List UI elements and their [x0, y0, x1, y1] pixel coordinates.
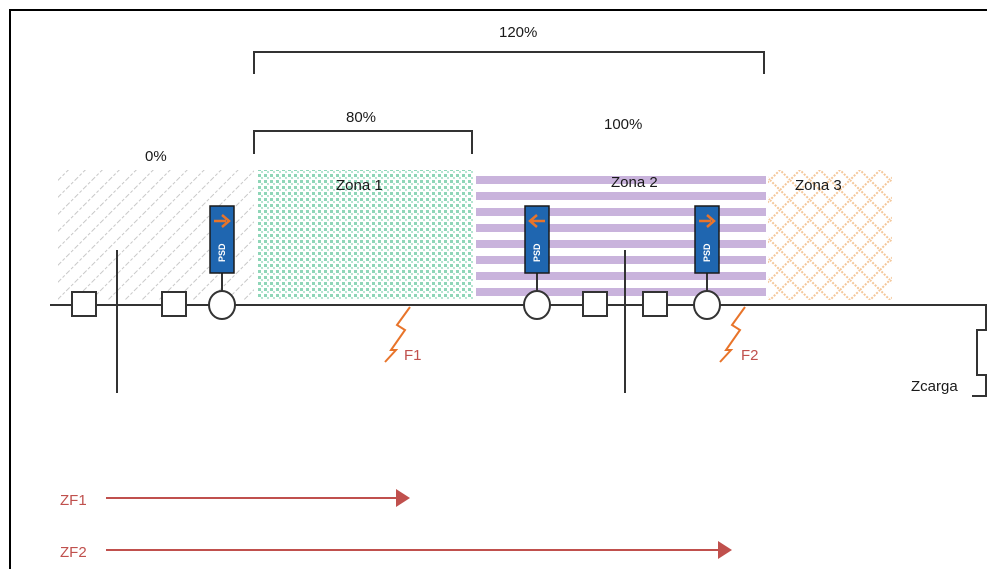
zone3-area	[768, 170, 892, 300]
zf1-label: ZF1	[60, 492, 87, 509]
arrow-left-icon	[528, 214, 545, 228]
zone1-label: Zona 1	[336, 177, 383, 194]
arrow-right-icon	[699, 214, 716, 228]
breaker-4	[642, 291, 668, 317]
relay-3: PSD	[694, 205, 720, 274]
relay3-label: PSD	[702, 243, 712, 262]
zf2-label: ZF2	[60, 544, 87, 561]
breaker-3	[582, 291, 608, 317]
breaker-2	[161, 291, 187, 317]
load-impedance	[972, 305, 987, 397]
fault-f2-icon	[719, 306, 746, 363]
bracket-120	[253, 51, 765, 74]
zone3-label: Zona 3	[795, 177, 842, 194]
label-80-percent: 80%	[346, 109, 376, 126]
fault-f1-label: F1	[404, 347, 422, 364]
relay2-label: PSD	[532, 243, 542, 262]
ct-1	[208, 290, 236, 320]
zf1-arrowhead-icon	[396, 489, 410, 507]
ct-2	[523, 290, 551, 320]
relay1-label: PSD	[217, 243, 227, 262]
relay-2: PSD	[524, 205, 550, 274]
ct-3	[693, 290, 721, 320]
load-label: Zcarga	[911, 378, 958, 395]
label-0-percent: 0%	[145, 148, 167, 165]
zf2-arrowhead-icon	[718, 541, 732, 559]
zone2-label: Zona 2	[611, 174, 658, 191]
zone1-area	[258, 170, 474, 300]
relay-1: PSD	[209, 205, 235, 274]
bracket-80	[253, 130, 473, 154]
arrow-right-icon	[214, 214, 231, 228]
fault-f2-label: F2	[741, 347, 759, 364]
fault-f1-icon	[384, 306, 411, 363]
breaker-1	[71, 291, 97, 317]
label-100-percent: 100%	[604, 116, 642, 133]
zone2-area	[476, 174, 766, 300]
diagram-frame	[9, 9, 987, 569]
label-120-percent: 120%	[499, 24, 537, 41]
